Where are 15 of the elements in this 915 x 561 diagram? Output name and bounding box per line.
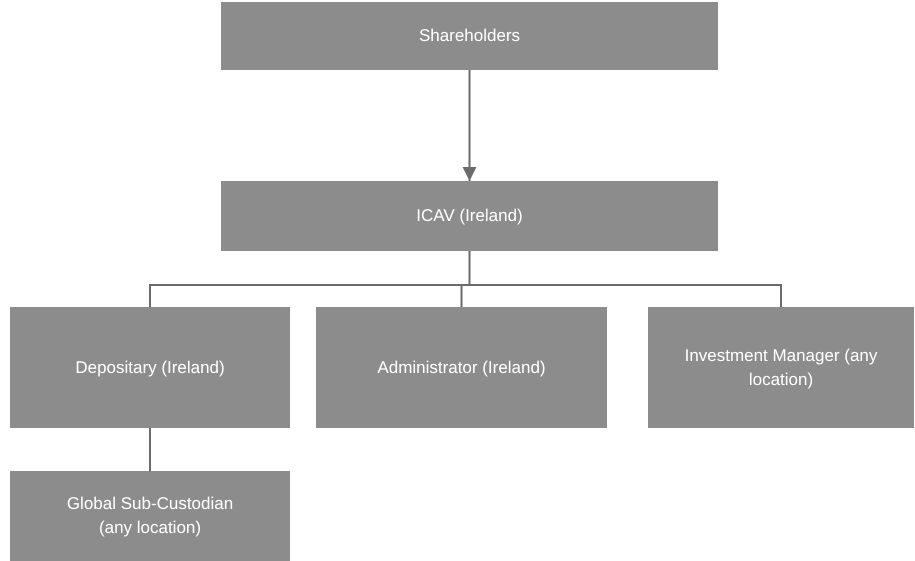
box-label: Global Sub-Custodian (any location) [66, 493, 234, 539]
org-box [316, 307, 607, 428]
org-box [221, 2, 718, 70]
box-label: Depositary (Ireland) [75, 356, 225, 378]
connector-line [468, 251, 782, 307]
org-box [10, 471, 290, 561]
arrow [462, 70, 476, 181]
box-label: Administrator (Ireland) [377, 356, 546, 378]
connector-line [149, 428, 151, 471]
box-label: Investment Manager (any location) [684, 344, 878, 390]
org-box [10, 307, 290, 428]
box-label: Shareholders [418, 25, 520, 47]
org-box [648, 307, 914, 428]
box-label: ICAV (Ireland) [416, 205, 523, 227]
org-box [221, 181, 718, 251]
